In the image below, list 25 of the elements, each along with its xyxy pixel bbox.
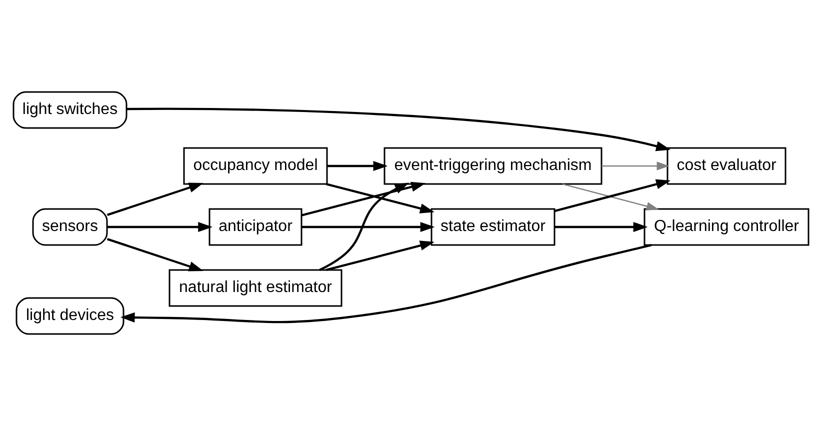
arrow xyxy=(319,182,410,271)
node-box: natural light estimator xyxy=(168,269,342,307)
node-box: event-triggering mechanism xyxy=(384,147,602,185)
node-box: cost evaluator xyxy=(666,147,786,185)
arrow xyxy=(120,244,652,324)
arrow xyxy=(326,240,434,272)
node-box: Q-learning controller xyxy=(644,208,810,246)
arrow xyxy=(107,222,213,232)
node-box: sensors xyxy=(32,208,108,246)
arrow xyxy=(554,179,671,212)
arrow xyxy=(126,108,671,152)
node-box: light switches xyxy=(12,91,128,129)
arrow xyxy=(106,182,204,216)
node-box: occupancy model xyxy=(183,147,328,185)
arrow xyxy=(302,222,435,232)
arrow xyxy=(554,222,648,232)
node-box: anticipator xyxy=(208,208,302,246)
arrow xyxy=(602,162,670,170)
node-box: state estimator xyxy=(430,208,556,246)
arrow xyxy=(301,182,426,216)
arrow xyxy=(106,238,204,272)
arrow xyxy=(327,160,388,172)
arrow xyxy=(326,182,434,214)
node-box: light devices xyxy=(16,297,124,335)
arrow xyxy=(562,183,659,210)
